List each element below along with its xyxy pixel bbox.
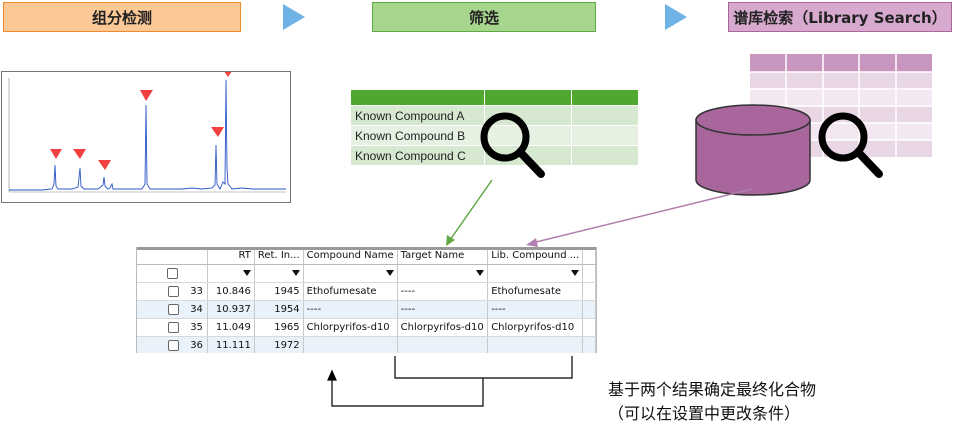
chromatogram-plot bbox=[8, 67, 286, 193]
table-row[interactable]: 33 10.846 1945 Ethofumesate ---- Ethofum… bbox=[137, 282, 596, 301]
rt-cell: 11.049 bbox=[207, 318, 255, 337]
compound-cell: Ethofumesate bbox=[303, 282, 398, 301]
chevron-right-icon bbox=[665, 4, 687, 30]
step-label: 谱库检索（Library Search） bbox=[733, 8, 947, 27]
lib-cell: Chlorpyrifos-d10 bbox=[487, 318, 584, 337]
rt-cell: 10.846 bbox=[207, 282, 255, 301]
ri-cell: 1945 bbox=[254, 282, 304, 301]
chromatogram-trace bbox=[9, 79, 286, 191]
filter-result-arrow bbox=[446, 179, 493, 246]
table-row: Known Compound B bbox=[350, 125, 639, 146]
target-cell: ---- bbox=[397, 282, 489, 301]
compound-name-cell: Known Compound C bbox=[350, 145, 485, 166]
filter-icon[interactable] bbox=[291, 270, 300, 276]
step-component-detection: 组分检测 bbox=[3, 2, 241, 32]
select-all-checkbox[interactable] bbox=[167, 267, 178, 279]
filter-icon[interactable] bbox=[242, 270, 251, 276]
column-header-target-name[interactable]: Target Name bbox=[397, 247, 489, 265]
lib-cell: Ethofumesate bbox=[487, 282, 584, 301]
step-library-search: 谱库检索（Library Search） bbox=[728, 2, 952, 32]
step-label: 筛选 bbox=[468, 8, 499, 27]
column-header-lib-compound[interactable]: Lib. Compound ... bbox=[487, 247, 584, 265]
table-header-row bbox=[350, 89, 639, 106]
filter-row bbox=[137, 264, 596, 283]
column-header-rt[interactable]: RT bbox=[207, 247, 255, 265]
chevron-right-icon bbox=[283, 4, 305, 30]
chevron-up-icon: ⌃ bbox=[174, 251, 182, 260]
peak-marker-icon bbox=[140, 90, 153, 101]
table-row: Known Compound A bbox=[350, 105, 639, 126]
compound-name-cell: Known Compound B bbox=[350, 125, 485, 146]
peak-marker-icon bbox=[50, 149, 62, 159]
table-row[interactable]: 35 11.049 1965 Chlorpyrifos-d10 Chlorpyr… bbox=[137, 318, 596, 337]
peak-marker-icon bbox=[73, 149, 86, 159]
peak-markers bbox=[50, 67, 235, 170]
row-id: 33 bbox=[190, 286, 203, 298]
search-icon bbox=[818, 112, 883, 178]
ri-cell: 1972 bbox=[254, 336, 304, 353]
lib-cell: ---- bbox=[487, 300, 584, 319]
row-checkbox[interactable] bbox=[168, 339, 179, 351]
decision-note: 基于两个结果确定最终化合物 （可以在设置中更改条件） bbox=[608, 378, 816, 426]
filter-icon[interactable] bbox=[571, 270, 580, 276]
compound-cell: Chlorpyrifos-d10 bbox=[303, 318, 398, 337]
target-cell bbox=[397, 336, 489, 353]
note-line-2: （可以在设置中更改条件） bbox=[608, 404, 801, 423]
row-id: 36 bbox=[190, 340, 203, 352]
target-cell: ---- bbox=[397, 300, 489, 319]
column-header-index[interactable]: # ⌃ bbox=[137, 247, 209, 265]
chromatogram-panel bbox=[1, 67, 291, 203]
search-icon bbox=[480, 112, 545, 178]
peak-marker-icon bbox=[98, 160, 111, 170]
table-header-row: # ⌃ RT Ret. In... Compound Name Target N… bbox=[137, 247, 596, 265]
row-id: 34 bbox=[190, 304, 203, 316]
column-header-ret-index[interactable]: Ret. In... bbox=[254, 247, 304, 265]
row-checkbox[interactable] bbox=[168, 321, 179, 333]
rt-cell: 11.111 bbox=[207, 336, 255, 353]
table-top-bar bbox=[137, 247, 596, 250]
compound-cell bbox=[303, 336, 398, 353]
row-checkbox[interactable] bbox=[168, 285, 179, 297]
step-filtering: 筛选 bbox=[372, 2, 596, 32]
ri-cell: 1954 bbox=[254, 300, 304, 319]
compound-cell: ---- bbox=[303, 300, 398, 319]
filter-icon[interactable] bbox=[476, 270, 485, 276]
row-id: 35 bbox=[190, 322, 203, 334]
table-row[interactable]: 36 11.111 1972 bbox=[137, 336, 596, 353]
ri-cell: 1965 bbox=[254, 318, 304, 337]
note-line-1: 基于两个结果确定最终化合物 bbox=[608, 380, 817, 399]
target-cell: Chlorpyrifos-d10 bbox=[397, 318, 489, 337]
table-row[interactable]: 34 10.937 1954 ---- ---- ---- bbox=[137, 300, 596, 319]
column-header-compound-name[interactable]: Compound Name bbox=[303, 247, 398, 265]
library-result-arrow bbox=[526, 188, 753, 247]
rt-cell: 10.937 bbox=[207, 300, 255, 319]
peak-marker-icon bbox=[211, 127, 224, 137]
database-icon bbox=[695, 104, 811, 196]
step-label: 组分检测 bbox=[91, 8, 152, 27]
lib-cell bbox=[487, 336, 584, 353]
decision-bracket bbox=[327, 356, 573, 407]
compound-name-cell: Known Compound A bbox=[350, 105, 485, 126]
row-checkbox[interactable] bbox=[168, 303, 179, 315]
filter-icon[interactable] bbox=[385, 270, 394, 276]
results-table[interactable]: # ⌃ RT Ret. In... Compound Name Target N… bbox=[136, 247, 597, 353]
